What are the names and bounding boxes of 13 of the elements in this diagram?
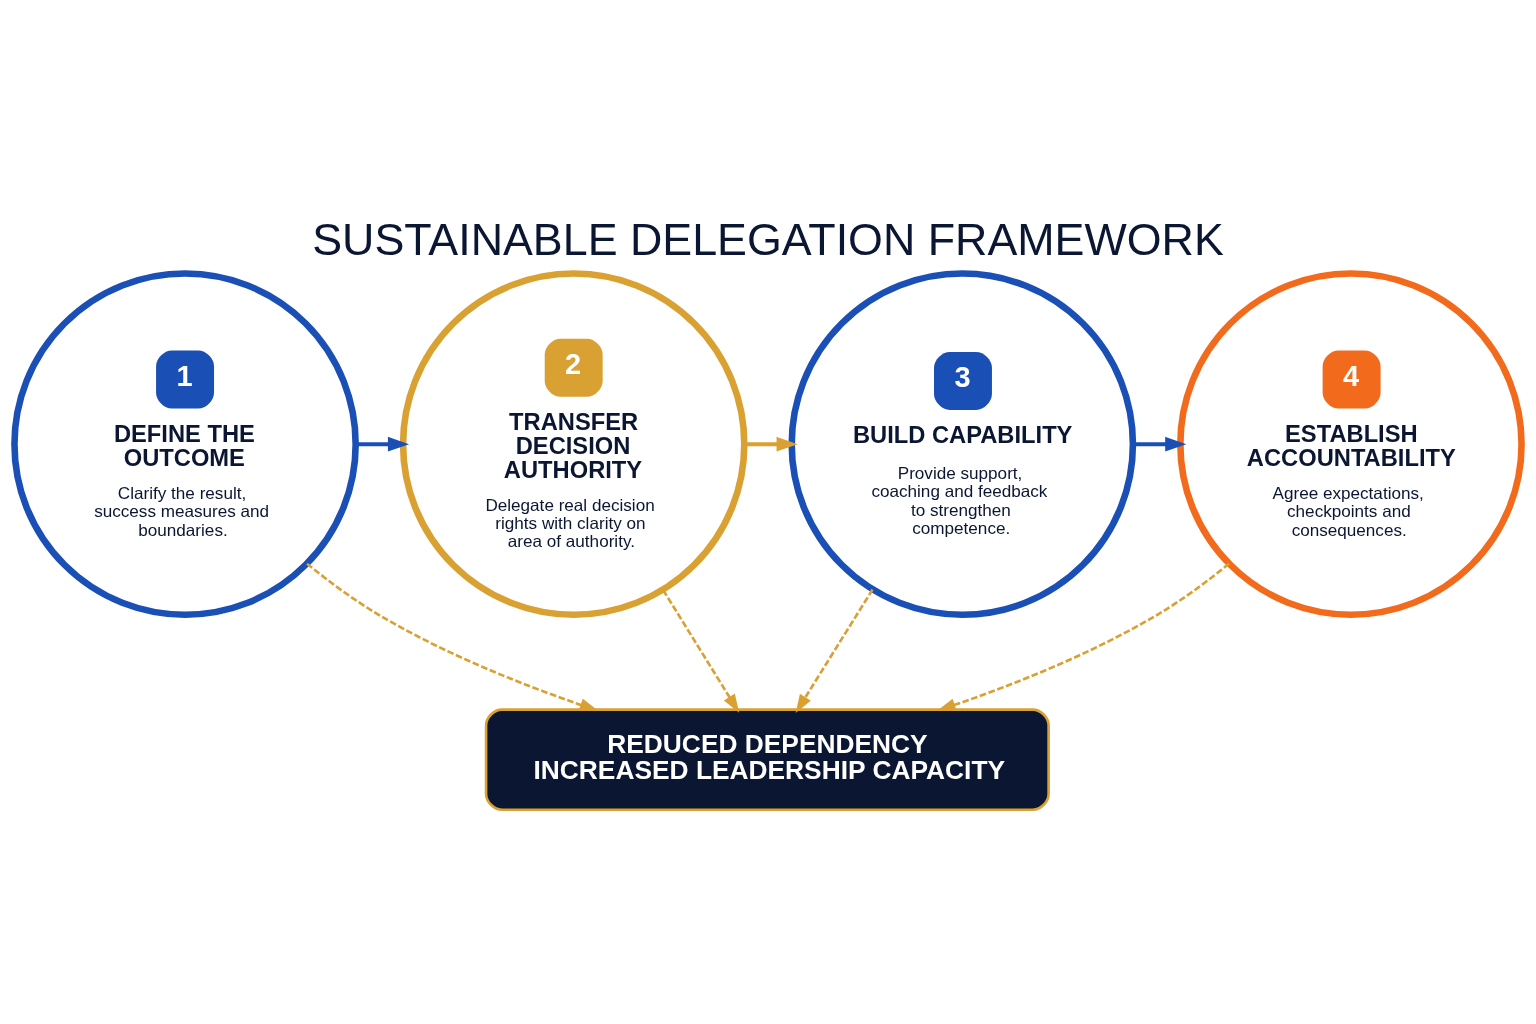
arrow <box>795 588 874 713</box>
arrow <box>1133 436 1187 452</box>
node-circle: 1 DEFINE THE OUTCOME Clarify the result, success measures and boundaries. <box>11 270 359 619</box>
arrow <box>937 562 1230 712</box>
arrow <box>355 436 410 452</box>
node-circle: 3 BUILD CAPABILITY Provide support, coaching and feedback to strengthen competence. <box>788 270 1137 619</box>
node-box: REDUCED DEPENDENCY INCREASED LEADERSHIP CAPACITY <box>484 708 1050 812</box>
node-circle: 4 ESTABLISH ACCOUNTABILITY Agree expectations, checkpoints and consequences. <box>1177 270 1525 619</box>
arrow <box>744 436 798 452</box>
node-circle: 2 TRANSFER DECISION AUTHORITY Delegate real decision rights with clarity on area of authority. <box>399 270 748 619</box>
diagram-title: SUSTAINABLE DELEGATION FRAMEWORK <box>312 214 1224 265</box>
arrow <box>662 589 740 713</box>
arrow <box>306 562 599 711</box>
